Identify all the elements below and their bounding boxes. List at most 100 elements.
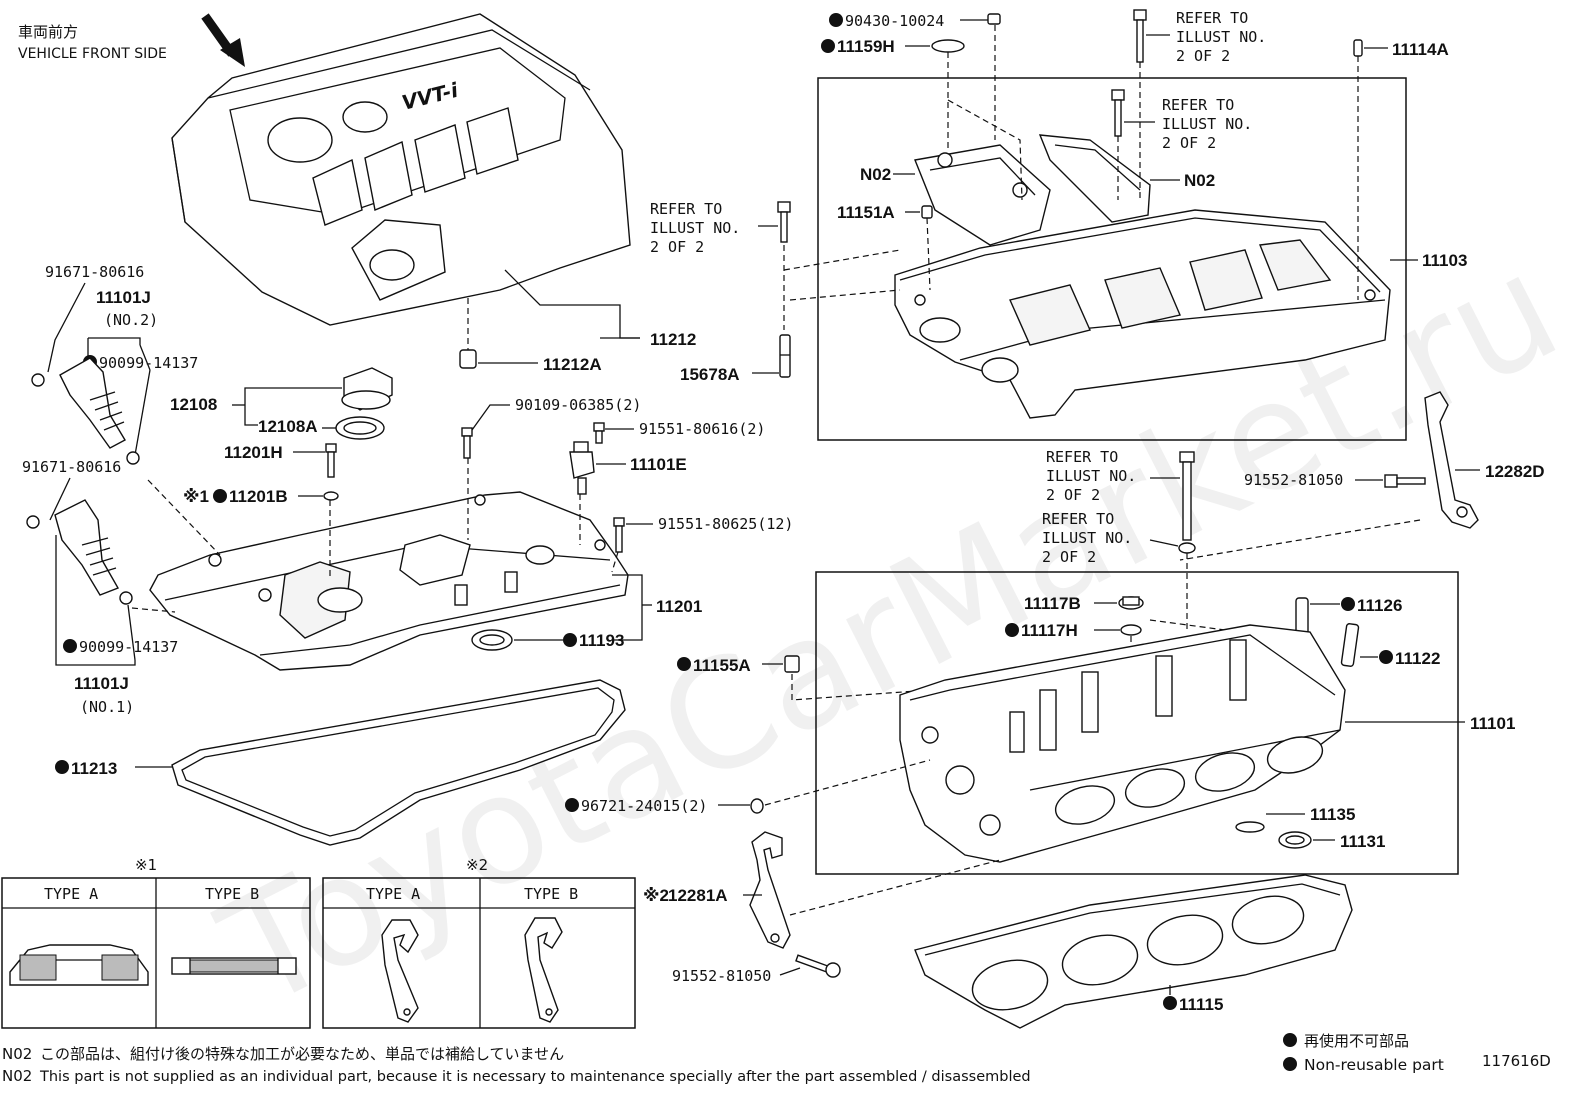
- refer5-l1: REFER TO: [1042, 510, 1114, 528]
- label-91551-80616: 91551-80616(2): [639, 420, 765, 438]
- refer1-l3: 2 OF 2: [1176, 47, 1230, 65]
- gasket-type-a-drawing: [9, 944, 149, 986]
- refer-bolt-3: [777, 201, 791, 243]
- stud-15678a: [779, 334, 791, 378]
- table1-type-a: TYPE A: [44, 885, 98, 903]
- legend-en: Non-reusable part: [1304, 1056, 1444, 1074]
- bearing-cap-n02-left: [914, 144, 1051, 246]
- vehicle-front-en: VEHICLE FRONT SIDE: [18, 46, 167, 62]
- cylinder-head-group-box: [815, 571, 1459, 875]
- engine-hanger-12282d: [1424, 391, 1479, 529]
- label-11101j-no1: 11101J: [74, 674, 129, 693]
- label-12281a: 12281A: [668, 886, 728, 905]
- label-11159h: 11159H: [837, 37, 895, 56]
- label-11117h: 11117H: [1021, 621, 1078, 640]
- label-11201b: 11201B: [229, 487, 288, 506]
- refer3-l3: 2 OF 2: [650, 238, 704, 256]
- label-11193: 11193: [579, 631, 624, 650]
- seal-11131: [1278, 831, 1312, 849]
- bolt-91551-80616: [593, 422, 605, 444]
- gasket-type-b-drawing: [171, 957, 297, 975]
- legend-dot-jp: [1283, 1033, 1297, 1047]
- label-11213: 11213: [71, 759, 117, 778]
- hanger-type-b-drawing: [524, 917, 563, 1023]
- label-11101j-no2: 11101J: [96, 288, 151, 307]
- label-12282d: 12282D: [1485, 462, 1545, 481]
- ocv-no2-drawing: [31, 357, 140, 465]
- label-11115: 11115: [1179, 995, 1223, 1014]
- gasket-11159h: [931, 39, 965, 53]
- plug-90430: [987, 13, 1001, 25]
- refer3-l2: ILLUST NO.: [650, 219, 740, 237]
- label-11101j-no2-sub: (NO.2): [104, 311, 158, 329]
- note-n02-en-code: N02: [2, 1067, 32, 1085]
- camshaft-sensor-11101e: [569, 441, 595, 495]
- camshaft-housing-drawing: [894, 209, 1391, 419]
- label-11101: 11101: [1470, 714, 1515, 733]
- refer2-l3: 2 OF 2: [1162, 134, 1216, 152]
- pin-11151a: [921, 205, 933, 219]
- table1-type-b: TYPE B: [205, 885, 259, 903]
- label-11101j-no1-sub: (NO.1): [80, 698, 134, 716]
- label-11114a: 11114A: [1392, 40, 1449, 59]
- refer3-l1: REFER TO: [650, 200, 722, 218]
- label-90099-b: 90099-14137: [79, 638, 178, 656]
- front-direction-arrow-icon: [201, 13, 245, 67]
- label-n02-b: N02: [1184, 171, 1215, 190]
- diagram-id: 117616D: [1482, 1052, 1551, 1070]
- label-12108a: 12108A: [258, 417, 318, 436]
- refer2-l2: ILLUST NO.: [1162, 115, 1252, 133]
- label-12281a-mark: ※2: [643, 886, 669, 905]
- table1-mark: ※1: [135, 856, 157, 874]
- label-90430: 90430-10024: [845, 12, 944, 30]
- cylinder-head-gasket-11115: [914, 874, 1353, 1029]
- refer4-l3: 2 OF 2: [1046, 486, 1100, 504]
- label-96721: 96721-24015(2): [581, 797, 707, 815]
- vehicle-front-jp: 車両前方: [18, 23, 78, 41]
- label-15678a: 15678A: [680, 365, 740, 384]
- refer1-l1: REFER TO: [1176, 9, 1248, 27]
- bolt-91552-b: [795, 954, 841, 978]
- engine-cover-drawing: VVT-i: [171, 13, 631, 326]
- refer-bolt-top: [1133, 9, 1147, 63]
- refer5-l2: ILLUST NO.: [1042, 529, 1132, 547]
- pin-11155a: [784, 655, 800, 673]
- bolt-11201h: [323, 443, 339, 501]
- ocv-no1-drawing: [26, 499, 133, 605]
- head-cover-gasket-11213: [171, 679, 626, 846]
- bolt-91552-a: [1384, 474, 1426, 488]
- label-11103: 11103: [1422, 251, 1467, 270]
- camshaft-housing-group-box: [817, 77, 1407, 441]
- cylinder-head-drawing: [899, 624, 1346, 863]
- bearing-cap-n02-right: [1038, 134, 1151, 223]
- bolt-90109: [461, 427, 473, 459]
- refer4-l2: ILLUST NO.: [1046, 467, 1136, 485]
- label-11122: 11122: [1395, 649, 1440, 668]
- cylinder-head-cover-drawing: [149, 491, 629, 671]
- refer4-l1: REFER TO: [1046, 448, 1118, 466]
- cap-11117b: [1118, 596, 1144, 610]
- hanger-type-a-drawing: [381, 919, 419, 1023]
- label-11131: 11131: [1340, 832, 1385, 851]
- label-91551-80625: 91551-80625(12): [658, 515, 793, 533]
- note-n02-jp-code: N02: [2, 1045, 32, 1063]
- label-91671-b: 91671-80616: [22, 458, 121, 476]
- label-11101e: 11101E: [630, 455, 687, 474]
- note-n02-jp: この部品は、組付け後の特殊な加工が必要なため、単品では補給していません: [40, 1045, 564, 1063]
- label-11201h: 11201H: [224, 443, 283, 462]
- refer1-l2: ILLUST NO.: [1176, 28, 1266, 46]
- plug-11135: [1235, 821, 1265, 833]
- oil-filler-cap: [335, 367, 393, 440]
- label-11126: 11126: [1357, 596, 1402, 615]
- table2-type-b: TYPE B: [524, 885, 578, 903]
- label-11212: 11212: [650, 330, 696, 349]
- legend-dot-en: [1283, 1057, 1297, 1071]
- refer-bolt-2: [1111, 89, 1125, 137]
- label-11151a: 11151A: [837, 203, 895, 222]
- label-11135: 11135: [1310, 805, 1355, 824]
- label-n02-a: N02: [860, 165, 891, 184]
- grommet-11212a: [459, 298, 477, 369]
- pin-11114a: [1353, 39, 1363, 57]
- table2-mark: ※2: [466, 856, 488, 874]
